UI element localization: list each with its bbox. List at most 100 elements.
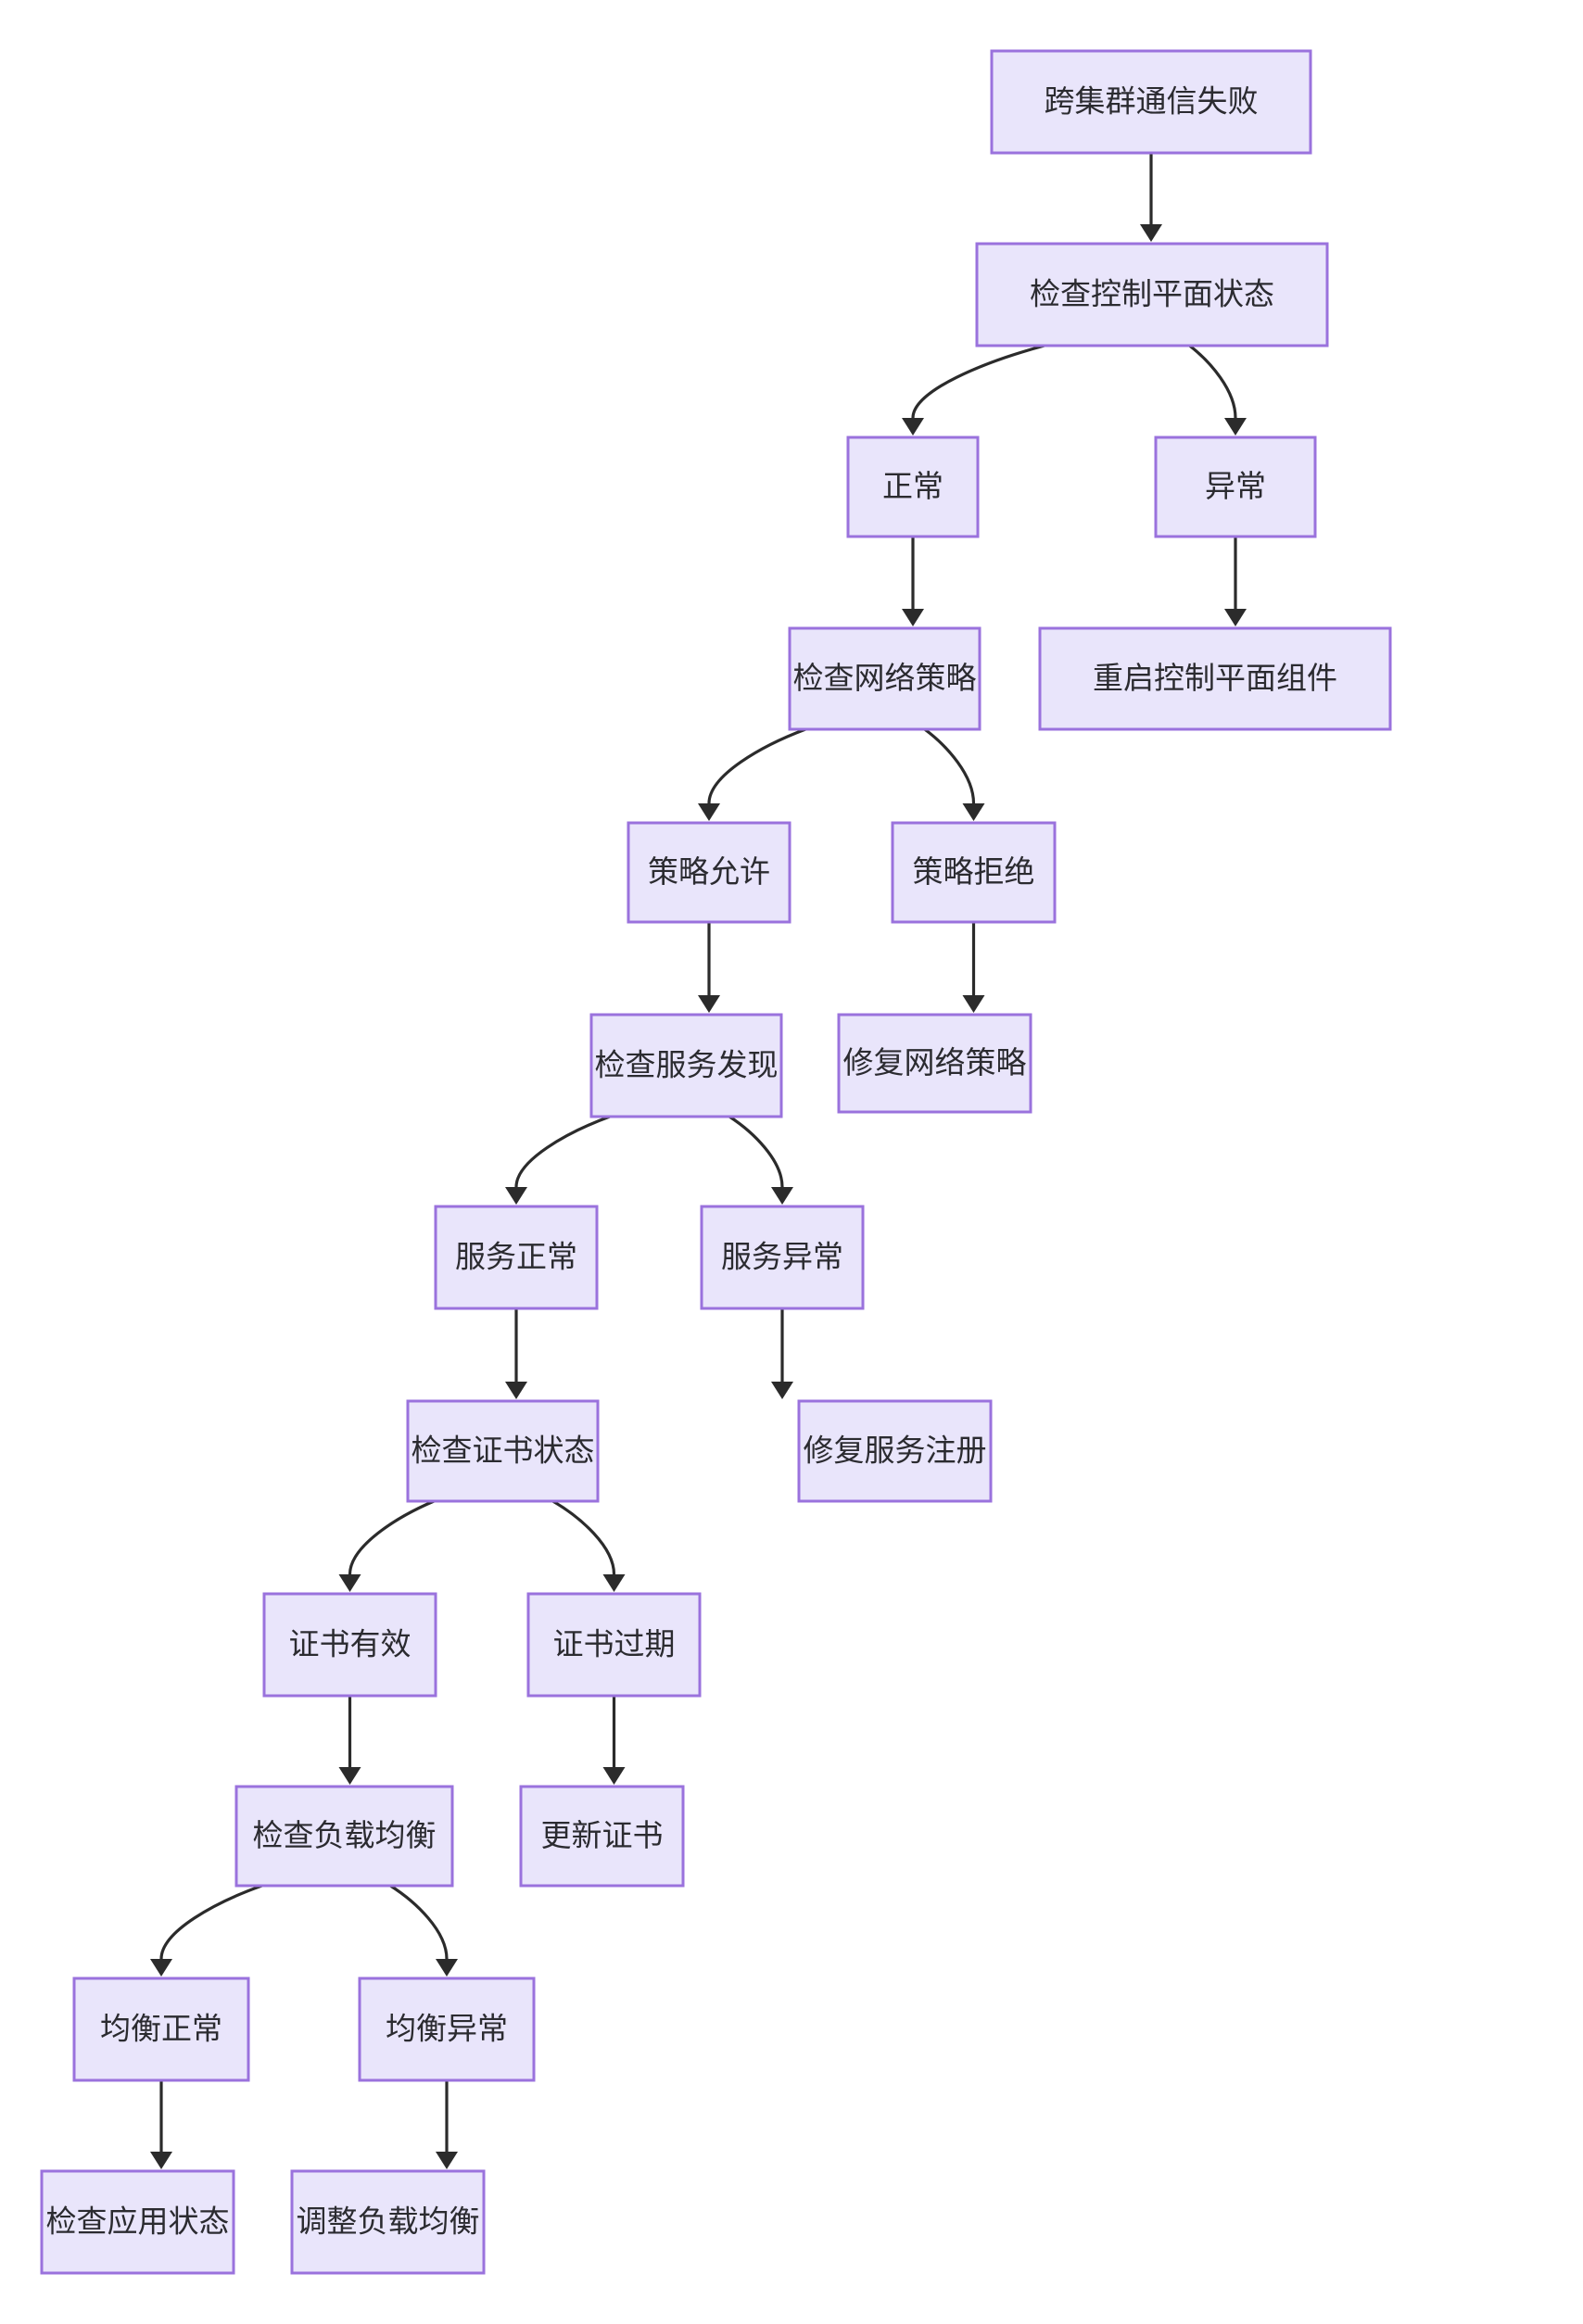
edge-n12-to-n14 bbox=[771, 1308, 793, 1399]
node-box[interactable] bbox=[234, 1785, 454, 1888]
flow-node-n15[interactable]: 证书有效 bbox=[262, 1592, 437, 1698]
edge-line bbox=[514, 1115, 611, 1188]
edge-line bbox=[707, 727, 806, 804]
node-label: 更新证书 bbox=[541, 1818, 664, 1852]
edge-layer bbox=[150, 153, 1247, 2169]
flow-node-n9[interactable]: 检查服务发现 bbox=[589, 1013, 783, 1118]
flow-node-n8[interactable]: 策略拒绝 bbox=[891, 821, 1057, 924]
arrowhead bbox=[771, 1187, 793, 1205]
arrowhead bbox=[902, 609, 924, 626]
node-box[interactable] bbox=[72, 1977, 250, 2082]
node-box[interactable] bbox=[1038, 626, 1392, 731]
arrowhead bbox=[602, 1767, 626, 1785]
node-box[interactable] bbox=[846, 436, 980, 538]
node-label: 重启控制平面组件 bbox=[1093, 661, 1337, 695]
flow-node-n2[interactable]: 检查控制平面状态 bbox=[975, 242, 1329, 347]
flow-node-n1[interactable]: 跨集群通信失败 bbox=[990, 49, 1312, 155]
node-box[interactable] bbox=[891, 821, 1057, 924]
node-box[interactable] bbox=[290, 2169, 486, 2275]
arrowhead bbox=[150, 1959, 172, 1977]
edge-n9-to-n11 bbox=[505, 1115, 611, 1205]
flow-node-n14[interactable]: 修复服务注册 bbox=[797, 1399, 993, 1503]
node-label: 正常 bbox=[882, 469, 943, 503]
node-label: 证书过期 bbox=[553, 1627, 676, 1661]
arrowhead bbox=[962, 995, 985, 1013]
edge-n13-to-n15 bbox=[338, 1499, 435, 1592]
arrowhead bbox=[505, 1382, 527, 1399]
arrowhead bbox=[436, 1959, 458, 1977]
edge-n3-to-n5 bbox=[902, 537, 924, 626]
arrowhead bbox=[1140, 224, 1162, 242]
node-box[interactable] bbox=[589, 1013, 783, 1118]
node-label: 检查应用状态 bbox=[46, 2204, 230, 2239]
flow-node-n5[interactable]: 检查网络策略 bbox=[788, 626, 981, 731]
edge-n4-to-n6 bbox=[1224, 537, 1247, 626]
node-label: 检查服务发现 bbox=[595, 1048, 779, 1082]
node-box[interactable] bbox=[1154, 436, 1317, 538]
edge-line bbox=[1188, 344, 1237, 419]
edge-line bbox=[911, 344, 1045, 419]
edge-n2-to-n4 bbox=[1188, 344, 1247, 436]
flow-node-n13[interactable]: 检查证书状态 bbox=[406, 1399, 600, 1503]
edge-n11-to-n13 bbox=[505, 1308, 527, 1399]
edge-line bbox=[159, 1884, 263, 1960]
edge-line bbox=[728, 1115, 784, 1188]
edge-n17-to-n20 bbox=[389, 1884, 458, 1977]
node-label: 均衡正常 bbox=[100, 2012, 222, 2046]
node-box[interactable] bbox=[526, 1592, 702, 1698]
arrowhead bbox=[150, 2152, 172, 2169]
edge-n5-to-n7 bbox=[698, 727, 806, 821]
edge-n17-to-n19 bbox=[150, 1884, 263, 1977]
node-label: 检查负载均衡 bbox=[253, 1818, 437, 1852]
node-label: 服务正常 bbox=[455, 1240, 577, 1274]
node-box[interactable] bbox=[797, 1399, 993, 1503]
arrowhead bbox=[1224, 418, 1247, 436]
node-label: 策略允许 bbox=[648, 854, 770, 889]
flow-node-n11[interactable]: 服务正常 bbox=[434, 1205, 599, 1310]
flow-node-n20[interactable]: 均衡异常 bbox=[358, 1977, 536, 2082]
node-label: 修复网络策略 bbox=[843, 1045, 1027, 1080]
node-label: 策略拒绝 bbox=[913, 854, 1035, 889]
node-box[interactable] bbox=[837, 1013, 1032, 1114]
flow-node-n12[interactable]: 服务异常 bbox=[700, 1205, 865, 1310]
flow-node-n22[interactable]: 调整负载均衡 bbox=[290, 2169, 486, 2275]
edge-n2-to-n3 bbox=[902, 344, 1045, 436]
edge-n19-to-n21 bbox=[150, 2080, 172, 2169]
flow-node-n10[interactable]: 修复网络策略 bbox=[837, 1013, 1032, 1114]
arrowhead bbox=[1224, 609, 1247, 626]
flow-node-n4[interactable]: 异常 bbox=[1154, 436, 1317, 538]
arrowhead bbox=[338, 1574, 361, 1592]
edge-n15-to-n17 bbox=[338, 1696, 361, 1785]
node-box[interactable] bbox=[358, 1977, 536, 2082]
node-box[interactable] bbox=[40, 2169, 235, 2275]
flow-node-n3[interactable]: 正常 bbox=[846, 436, 980, 538]
node-box[interactable] bbox=[975, 242, 1329, 347]
flow-node-n19[interactable]: 均衡正常 bbox=[72, 1977, 250, 2082]
node-box[interactable] bbox=[700, 1205, 865, 1310]
node-box[interactable] bbox=[434, 1205, 599, 1310]
node-box[interactable] bbox=[627, 821, 792, 924]
flow-node-n16[interactable]: 证书过期 bbox=[526, 1592, 702, 1698]
flow-node-n18[interactable]: 更新证书 bbox=[519, 1785, 685, 1888]
node-label: 证书有效 bbox=[289, 1627, 412, 1661]
node-box[interactable] bbox=[406, 1399, 600, 1503]
edge-line bbox=[923, 727, 976, 804]
flow-node-n21[interactable]: 检查应用状态 bbox=[40, 2169, 235, 2275]
arrowhead bbox=[602, 1574, 626, 1592]
flow-node-n7[interactable]: 策略允许 bbox=[627, 821, 792, 924]
flow-node-n17[interactable]: 检查负载均衡 bbox=[234, 1785, 454, 1888]
edge-n13-to-n16 bbox=[551, 1499, 626, 1592]
arrowhead bbox=[902, 418, 924, 436]
node-box[interactable] bbox=[788, 626, 981, 731]
node-box[interactable] bbox=[990, 49, 1312, 155]
node-box[interactable] bbox=[262, 1592, 437, 1698]
node-box[interactable] bbox=[519, 1785, 685, 1888]
node-label: 调整负载均衡 bbox=[297, 2204, 480, 2239]
edge-line bbox=[389, 1884, 449, 1960]
edge-n7-to-n9 bbox=[698, 922, 720, 1013]
edge-n5-to-n8 bbox=[923, 727, 985, 821]
flow-node-n6[interactable]: 重启控制平面组件 bbox=[1038, 626, 1392, 731]
arrowhead bbox=[505, 1187, 527, 1205]
